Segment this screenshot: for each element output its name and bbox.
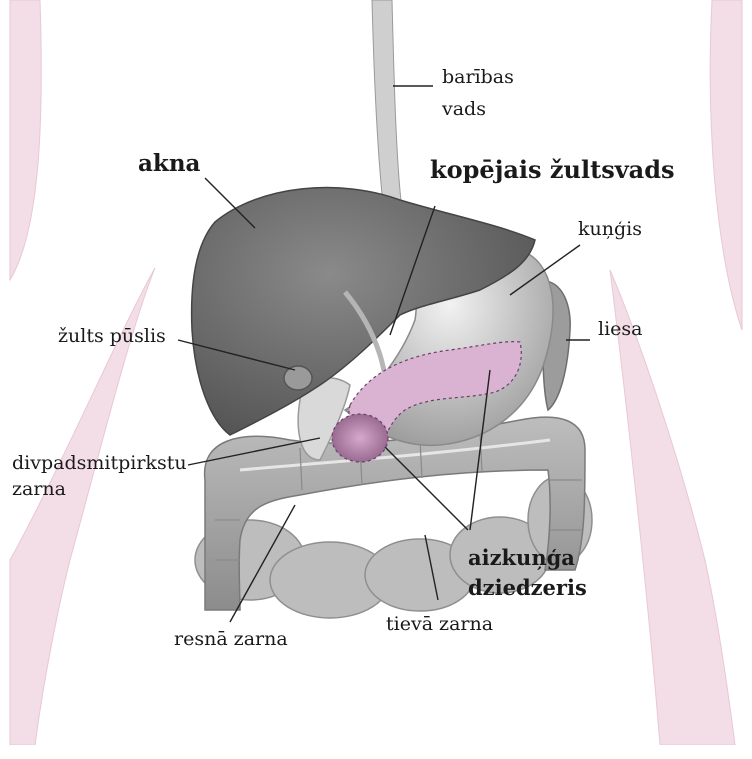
label-stomach: kuņģis <box>578 218 642 242</box>
label-duodenum-line1: divpadsmitpirkstu <box>12 452 187 476</box>
gallbladder-shape <box>284 366 312 390</box>
label-esophagus-line2: vads <box>442 98 552 122</box>
pancreas-head-shape <box>332 414 388 462</box>
esophagus-shape <box>372 0 402 214</box>
label-gallbladder: žults pūslis <box>58 325 166 349</box>
label-duodenum: divpadsmitpirkstu zarna <box>12 452 187 502</box>
label-esophagus: barības vads <box>442 66 552 122</box>
label-large-intestine: resnā zarna <box>174 628 288 652</box>
label-spleen: liesa <box>598 318 642 342</box>
label-esophagus-line1: barības <box>442 66 552 90</box>
label-duodenum-line2: zarna <box>12 478 187 502</box>
label-pancreas-line2: dziedzeris <box>468 575 587 601</box>
label-pancreas: aizkuņģa dziedzeris <box>468 545 587 602</box>
label-common-bile-duct: kopējais žultsvads <box>430 155 675 185</box>
label-small-intestine: tievā zarna <box>386 613 493 637</box>
label-liver: akna <box>138 150 200 179</box>
label-pancreas-line1: aizkuņģa <box>468 545 587 571</box>
